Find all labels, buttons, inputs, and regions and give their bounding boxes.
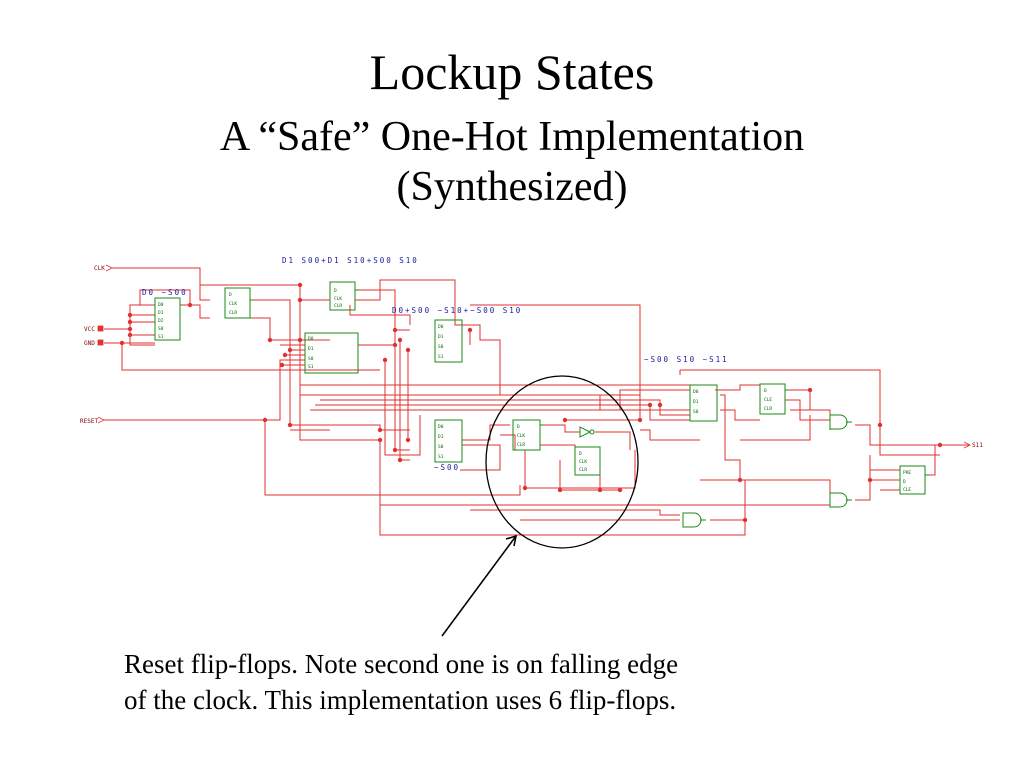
svg-text:CLK: CLK xyxy=(517,433,525,439)
mux-s00 xyxy=(434,419,463,463)
and-gate-3 xyxy=(682,512,702,528)
svg-text:S0: S0 xyxy=(693,409,699,415)
annotation-d0-s00: D0 ~S00 xyxy=(142,288,188,297)
svg-text:CLK: CLK xyxy=(334,296,342,302)
svg-text:D1: D1 xyxy=(693,399,699,405)
component-labels: D0 D1 D2 S0 S1 D CLK CLR D CLK CLR D0 D1… xyxy=(158,288,911,493)
svg-text:S0: S0 xyxy=(438,444,444,450)
svg-text:CLK: CLK xyxy=(579,459,587,465)
svg-text:D1: D1 xyxy=(308,346,314,352)
svg-text:S1: S1 xyxy=(308,364,314,370)
svg-text:CLE: CLE xyxy=(903,487,911,493)
svg-text:S0: S0 xyxy=(438,344,444,350)
subtitle-line-1: A “Safe” One-Hot Implementation xyxy=(219,114,805,160)
wire-network xyxy=(104,267,970,536)
flip-flop-4-falling-edge xyxy=(574,446,601,476)
flip-flop-2 xyxy=(329,281,356,311)
svg-text:D1: D1 xyxy=(438,434,444,440)
clk-port-label: CLK xyxy=(94,265,105,272)
highlight-circle xyxy=(485,375,639,549)
flip-flop-3 xyxy=(512,419,541,451)
flip-flop-6 xyxy=(899,465,926,495)
svg-text:D: D xyxy=(334,288,337,294)
svg-text:CLE: CLE xyxy=(764,397,772,403)
svg-text:D1: D1 xyxy=(438,334,444,340)
mux-s10-s11 xyxy=(689,384,718,422)
annotation-d1: D1 S00+D1 S10+S00 S10 xyxy=(282,256,419,265)
svg-text:S0: S0 xyxy=(158,326,164,332)
svg-text:PRE: PRE xyxy=(903,470,911,476)
annotation-s00: ~S00 xyxy=(434,463,460,472)
svg-text:CLR: CLR xyxy=(334,303,342,309)
annotation-s00-s10-s11: ~S00 S10 ~S11 xyxy=(644,355,729,364)
svg-text:D0: D0 xyxy=(158,302,164,308)
svg-text:D0: D0 xyxy=(438,324,444,330)
reset-port-label: RESET xyxy=(80,418,98,425)
vcc-port-label: VCC xyxy=(84,326,95,333)
subtitle-line-2: (Synthesized) xyxy=(396,164,628,210)
annotation-d0-s10: D0+S00 ~S10+~S00 S10 xyxy=(392,306,522,315)
svg-text:S1: S1 xyxy=(438,454,444,460)
page-subtitle: A “Safe” One-Hot Implementation (Synthes… xyxy=(0,112,1024,212)
wire-junctions xyxy=(119,282,943,523)
mux-d0 xyxy=(154,297,181,341)
caption-line-2: of the clock. This implementation uses 6… xyxy=(124,685,677,715)
svg-text:CLR: CLR xyxy=(764,406,772,412)
svg-text:D0: D0 xyxy=(308,336,314,342)
gnd-port-label: GND xyxy=(84,340,95,347)
svg-text:D: D xyxy=(229,292,232,298)
inverter xyxy=(579,426,592,438)
caption: Reset flip-flops. Note second one is on … xyxy=(124,646,884,718)
and-gate-2 xyxy=(829,492,848,508)
svg-text:D: D xyxy=(764,388,767,394)
svg-text:D0: D0 xyxy=(693,389,699,395)
svg-text:CLR: CLR xyxy=(229,310,237,316)
svg-text:D: D xyxy=(517,424,520,430)
svg-text:CLR: CLR xyxy=(579,467,587,473)
svg-text:D: D xyxy=(903,479,906,485)
flip-flop-1 xyxy=(224,287,251,319)
output-port-label: S11 xyxy=(972,442,983,449)
components xyxy=(154,281,929,528)
svg-text:D2: D2 xyxy=(158,318,164,324)
flip-flop-5 xyxy=(759,383,786,415)
svg-text:CLK: CLK xyxy=(229,301,237,307)
svg-text:D: D xyxy=(579,451,582,457)
port-markers xyxy=(97,264,971,449)
svg-text:CLR: CLR xyxy=(517,442,525,448)
svg-text:S1: S1 xyxy=(438,354,444,360)
pointer-arrow xyxy=(441,534,518,637)
and-gate-1 xyxy=(829,414,848,430)
page-title: Lockup States xyxy=(369,44,655,100)
svg-text:D1: D1 xyxy=(158,310,164,316)
caption-line-1: Reset flip-flops. Note second one is on … xyxy=(124,649,679,679)
mux-d0-s10 xyxy=(434,319,463,363)
svg-text:S1: S1 xyxy=(158,334,164,340)
svg-text:S0: S0 xyxy=(308,356,314,362)
svg-text:D0: D0 xyxy=(438,424,444,430)
mux-d1 xyxy=(304,332,359,374)
